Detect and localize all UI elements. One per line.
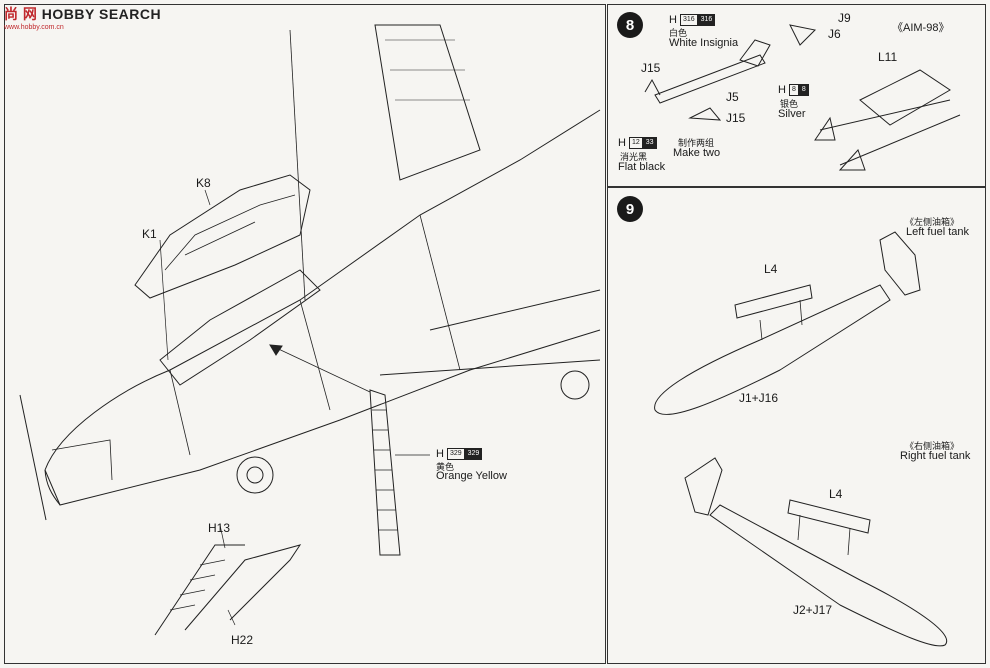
paint-orange-yellow-cn: 黄色 — [436, 462, 455, 472]
logo-cn: 尚 网 — [4, 6, 38, 22]
step-9-panel — [607, 187, 986, 664]
paint-silver: H 8 8 — [778, 84, 809, 96]
paint-orange-yellow: H 329 329 — [436, 448, 483, 460]
paint-silver-cn: 银色 — [780, 99, 799, 109]
right-tank-assembly: J2+J17 — [793, 603, 833, 617]
step-number-8: 8 — [617, 12, 643, 38]
aim98-pylon — [859, 69, 951, 126]
paint-white-cn: 白色 — [669, 28, 688, 38]
paint-black-cn: 消光黑 — [620, 152, 648, 162]
step-8-panel — [607, 4, 986, 187]
aim98-title: 《AIM-98》 — [892, 22, 950, 34]
part-label-k1: K1 — [142, 227, 157, 241]
part-label-l11: L11 — [878, 50, 898, 64]
part-label-k8: K8 — [196, 176, 211, 190]
paint-black-en: Flat black — [618, 161, 666, 173]
right-tank-cn: 《右侧油箱》 — [905, 441, 960, 451]
part-label-j5: J5 — [726, 90, 739, 104]
boarding-ladder — [369, 389, 401, 556]
paint-flat-black: H 12 33 — [618, 137, 657, 149]
paint-silver-en: Silver — [778, 108, 806, 120]
right-tank-en: Right fuel tank — [900, 450, 971, 462]
pitot-tube — [19, 394, 47, 521]
paint-orange-yellow-en: Orange Yellow — [436, 470, 507, 482]
aim9-missile — [654, 54, 766, 104]
part-label-j9: J9 — [838, 11, 851, 25]
part-label-j15-a: J15 — [641, 61, 661, 75]
hobby-search-logo: 尚 网 HOBBY SEARCH www.hobby.com.cn — [4, 4, 161, 31]
ground-ladder — [154, 544, 302, 636]
fuselage-outline — [44, 109, 601, 471]
part-label-h22: H22 — [231, 633, 254, 647]
logo-en: HOBBY SEARCH — [41, 6, 162, 22]
part-label-j6: J6 — [828, 27, 841, 41]
paint-white-en: White Insignia — [669, 37, 739, 49]
right-fuel-tank — [709, 504, 948, 647]
paint-white-insignia: H 316 316 — [669, 14, 716, 26]
left-tank-en: Left fuel tank — [906, 226, 969, 238]
left-tank-l4: L4 — [764, 262, 778, 276]
logo-site: www.hobby.com.cn — [4, 24, 64, 31]
left-tank-assembly: J1+J16 — [739, 391, 779, 405]
right-tank-l4: L4 — [829, 487, 843, 501]
make-two-cn: 制作两组 — [678, 138, 715, 148]
part-label-j15-b: J15 — [726, 111, 746, 125]
make-two-en: Make two — [673, 147, 721, 159]
main-assembly-panel — [4, 4, 606, 664]
left-tank-cn: 《左侧油箱》 — [905, 217, 960, 227]
canopy-outline — [134, 174, 311, 299]
part-label-h13: H13 — [208, 521, 231, 535]
left-fuel-tank — [654, 284, 891, 415]
step-number-9: 9 — [617, 196, 643, 222]
